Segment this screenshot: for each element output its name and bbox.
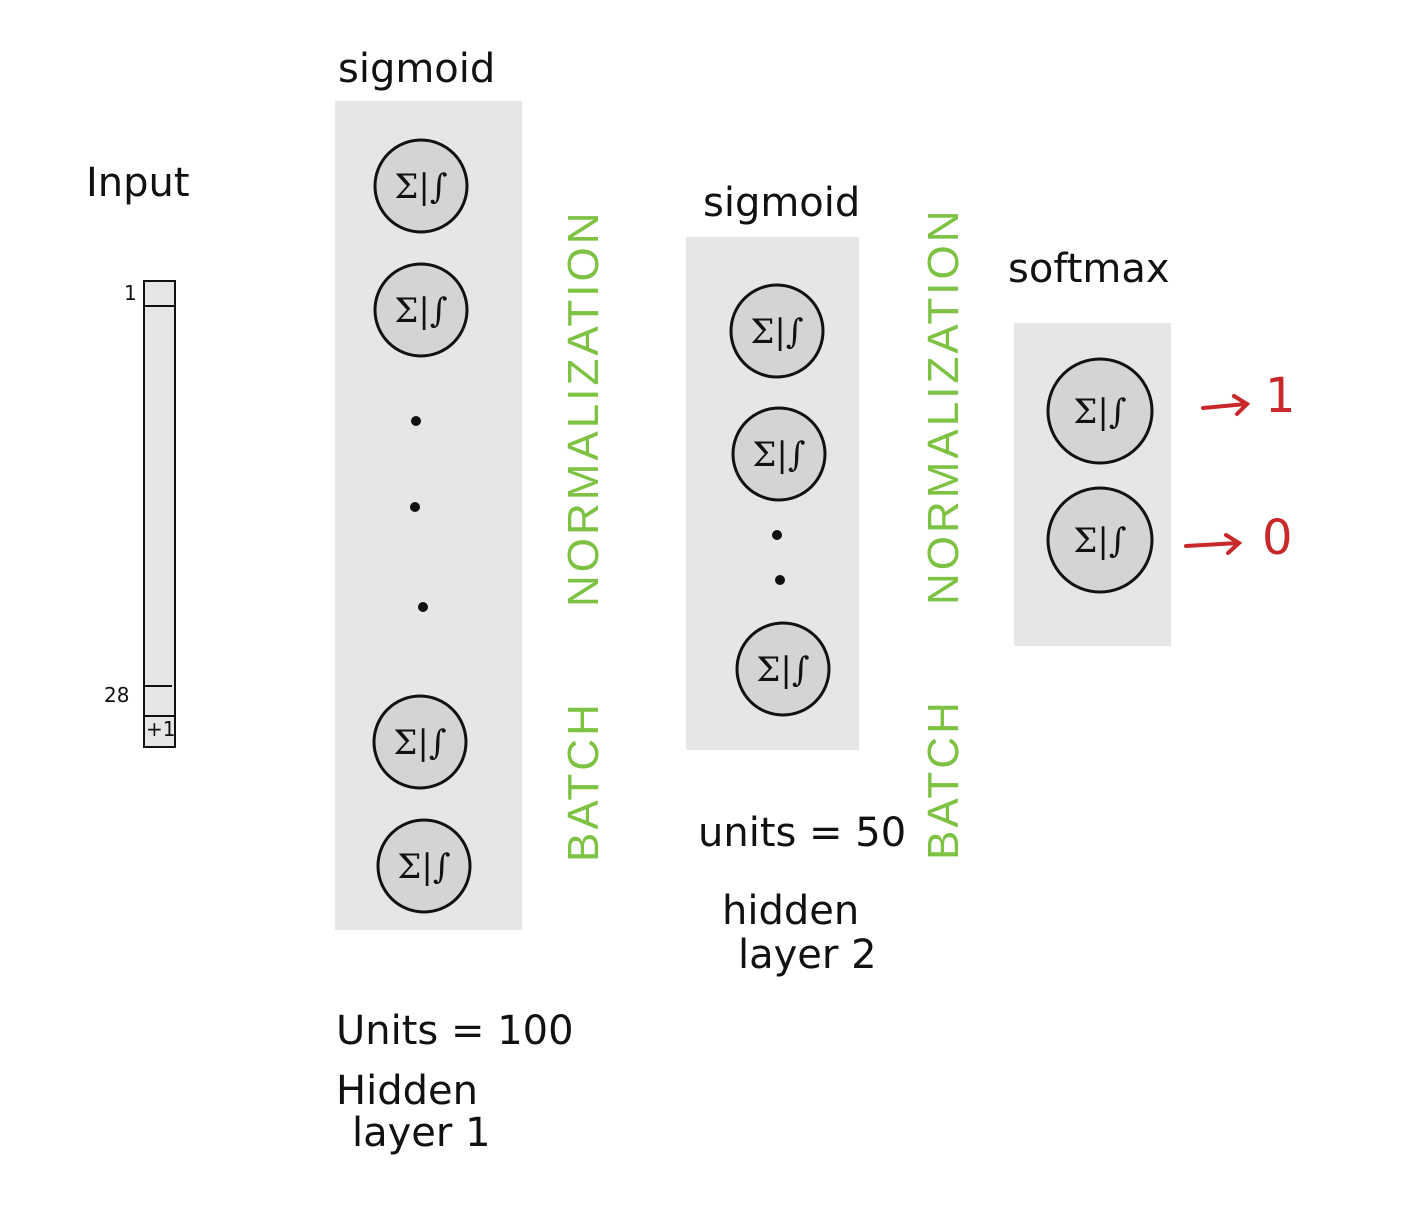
layer2-neurons: Σ|∫ Σ|∫ Σ|∫ — [729, 283, 831, 717]
layer2-activation: sigmoid — [703, 180, 860, 226]
batchnorm2-line1: BATCH — [919, 699, 968, 860]
ellipsis-dot — [411, 416, 421, 426]
layer2-name-line2: layer 2 — [738, 932, 877, 978]
neuron: Σ|∫ — [729, 283, 825, 379]
layer1-name-line2: layer 1 — [352, 1110, 491, 1156]
neuron-symbol: Σ|∫ — [750, 312, 803, 352]
layer1-units: Units = 100 — [336, 1008, 574, 1054]
neuron-symbol: Σ|∫ — [752, 435, 805, 475]
output-value-1: 1 — [1265, 368, 1296, 424]
neuron-symbol: Σ|∫ — [1073, 392, 1126, 432]
layer1-neurons: Σ|∫ Σ|∫ Σ|∫ Σ|∫ — [372, 138, 472, 914]
output-value-2: 0 — [1262, 510, 1293, 566]
neuron-circle — [373, 262, 469, 358]
layer2-name-line1: hidden — [722, 888, 859, 934]
layer1-panel — [335, 101, 522, 930]
batchnorm2-line2: NORMALIZATION — [919, 207, 968, 605]
neuron: Σ|∫ — [372, 694, 468, 790]
input-top-index: 1 — [124, 281, 137, 305]
layer1-activation: sigmoid — [338, 46, 495, 92]
output-neurons: Σ|∫ Σ|∫ — [1046, 357, 1154, 594]
neuron-circle — [1046, 357, 1154, 465]
layer2-units: units = 50 — [698, 810, 906, 856]
neuron-circle — [1046, 486, 1154, 594]
neuron-symbol: Σ|∫ — [393, 723, 446, 763]
output-arrow-1 — [1201, 394, 1251, 416]
neuron-symbol: Σ|∫ — [1073, 521, 1126, 561]
output-arrow-2 — [1184, 533, 1243, 555]
input-vector — [143, 280, 176, 748]
neuron-circle — [729, 283, 825, 379]
neuron-circle — [731, 406, 827, 502]
ellipsis-dot — [418, 602, 428, 612]
ellipsis-dot — [410, 502, 420, 512]
batchnorm1-label: BATCH NORMALIZATION — [559, 209, 608, 862]
output-activation: softmax — [1008, 246, 1170, 292]
neuron: Σ|∫ — [1046, 486, 1154, 594]
neuron-symbol: Σ|∫ — [394, 167, 447, 207]
batchnorm1-line2: NORMALIZATION — [559, 209, 608, 607]
neuron: Σ|∫ — [373, 138, 469, 234]
input-label: Input — [86, 160, 190, 206]
neuron-circle — [376, 818, 472, 914]
batchnorm2-label: BATCH NORMALIZATION — [919, 207, 968, 860]
neuron: Σ|∫ — [735, 621, 831, 717]
neuron: Σ|∫ — [731, 406, 827, 502]
neuron: Σ|∫ — [376, 818, 472, 914]
neuron-circle — [373, 138, 469, 234]
neuron-symbol: Σ|∫ — [397, 847, 450, 887]
neuron-symbol: Σ|∫ — [756, 650, 809, 690]
neuron: Σ|∫ — [1046, 357, 1154, 465]
neuron-circle — [735, 621, 831, 717]
neuron-symbol: Σ|∫ — [394, 291, 447, 331]
layer1-name-line1: Hidden — [336, 1068, 478, 1114]
neuron: Σ|∫ — [373, 262, 469, 358]
batchnorm1-line1: BATCH — [559, 701, 608, 862]
neuron-circle — [372, 694, 468, 790]
ellipsis-dot — [775, 575, 785, 585]
input-bottom-index: 28 — [104, 683, 129, 707]
input-bias-label: +1 — [146, 717, 175, 741]
ellipsis-dot — [772, 530, 782, 540]
